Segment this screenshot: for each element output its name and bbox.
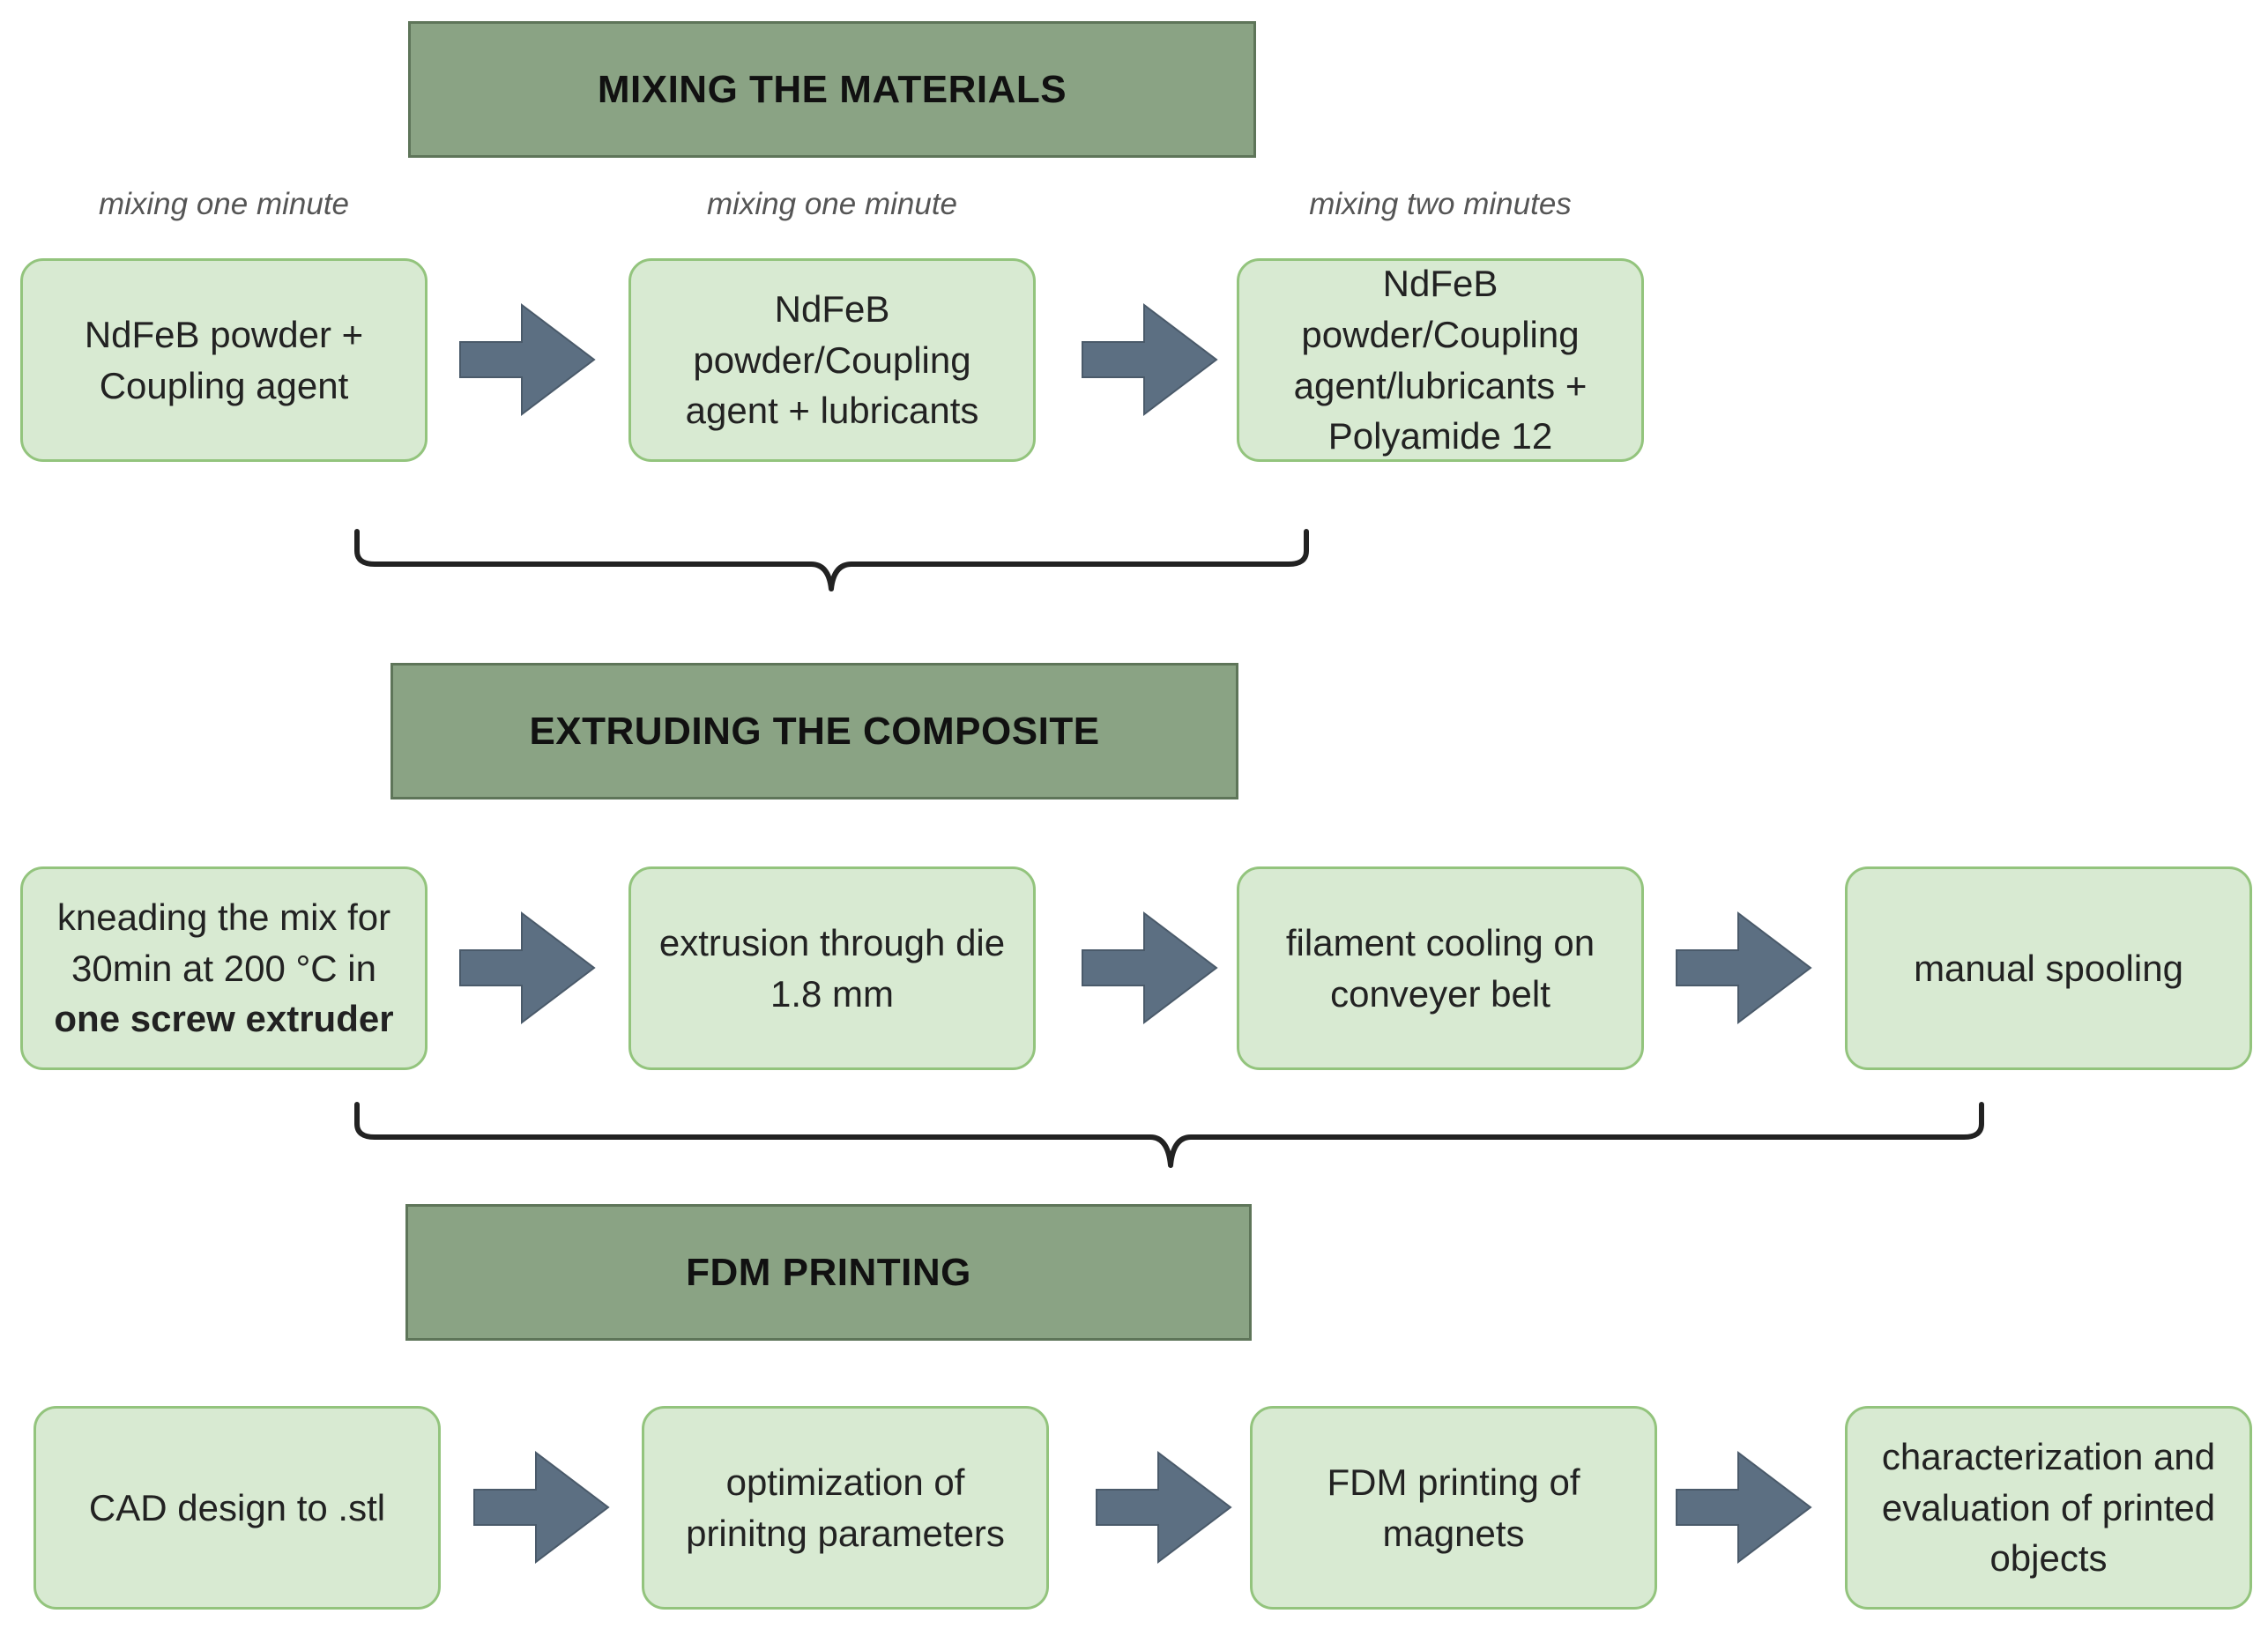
printing-header: FDM PRINTING [405,1204,1252,1341]
arrow-extruding-2-to-3 [1082,912,1217,1023]
arrow-mixing-2-to-3 [1082,304,1217,415]
mixing-step-3: NdFeB powder/Coupling agent/lubricants +… [1237,258,1644,462]
arrow-mixing-1-to-2 [459,304,595,415]
printing-step-1-label: CAD design to .stl [88,1486,386,1528]
extruding-brace [354,1102,1984,1168]
extruding-header-label: EXTRUDING THE COMPOSITE [529,709,1100,753]
mixing-step-1: NdFeB powder + Coupling agent [20,258,428,462]
extruding-step-4: manual spooling [1845,866,2252,1070]
printing-step-4: characterization and evaluation of print… [1845,1406,2252,1610]
printing-step-4-label: characterization and evaluation of print… [1881,1435,2216,1580]
mixing-note-1: mixing one minute [98,187,350,221]
extruding-step-2: extrusion through die 1.8 mm [628,866,1036,1070]
mixing-step-2: NdFeB powder/Coupling agent + lubricants [628,258,1036,462]
mixing-step-3-label: NdFeB powder/Coupling agent/lubricants +… [1293,262,1588,457]
extruding-step-1-bold: one screw extruder [54,998,394,1040]
extruding-header: EXTRUDING THE COMPOSITE [390,663,1238,799]
mixing-note-3: mixing two minutes [1309,187,1572,221]
arrow-extruding-3-to-4 [1676,912,1811,1023]
mixing-brace [354,529,1309,591]
extruding-step-2-label: extrusion through die 1.8 mm [658,921,1006,1015]
printing-step-3: FDM printing of magnets [1250,1406,1657,1610]
mixing-header-label: MIXING THE MATERIALS [597,67,1067,111]
extruding-step-3-label: filament cooling on conveyer belt [1285,921,1595,1015]
printing-header-label: FDM PRINTING [686,1250,971,1294]
printing-step-2-label: optimization of prinitng parameters [686,1461,1005,1554]
mixing-step-2-label: NdFeB powder/Coupling agent + lubricants [685,287,979,432]
mixing-note-2: mixing one minute [706,187,958,221]
arrow-printing-3-to-4 [1676,1452,1811,1563]
arrow-printing-1-to-2 [473,1452,609,1563]
extruding-step-1-label: kneading the mix for 30min at 200 °C in … [33,892,414,1045]
mixing-step-1-label: NdFeB powder + Coupling agent [84,313,364,406]
mixing-header: MIXING THE MATERIALS [408,21,1256,158]
printing-step-2: optimization of prinitng parameters [642,1406,1049,1610]
arrow-printing-2-to-3 [1096,1452,1231,1563]
printing-step-1: CAD design to .stl [33,1406,441,1610]
extruding-step-4-label: manual spooling [1914,947,2183,989]
extruding-step-1: kneading the mix for 30min at 200 °C in … [20,866,428,1070]
printing-step-3-label: FDM printing of magnets [1327,1461,1580,1554]
arrow-extruding-1-to-2 [459,912,595,1023]
extruding-step-3: filament cooling on conveyer belt [1237,866,1644,1070]
extruding-step-1-text: kneading the mix for 30min at 200 °C in [56,896,391,989]
